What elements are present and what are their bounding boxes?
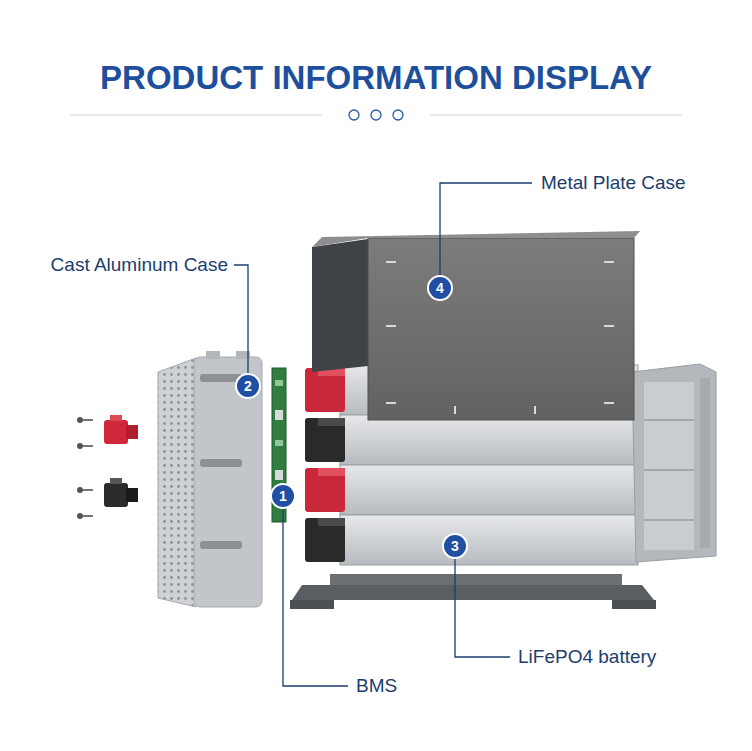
callout-number: 1 [272, 485, 294, 507]
callout-number: 3 [444, 535, 466, 557]
metal-plate-case [312, 231, 640, 420]
cast-aluminum-case [158, 351, 262, 607]
terminals [77, 415, 138, 519]
part-name: Metal Plate Case [541, 171, 686, 195]
callout-number: 4 [429, 277, 451, 299]
base-bracket [290, 574, 656, 609]
title: PRODUCT INFORMATION DISPLAY [0, 55, 752, 101]
header-rule [70, 110, 682, 120]
end-cover [632, 364, 716, 562]
part-name: BMS [356, 674, 397, 698]
part-name: LiFePO4 battery [518, 645, 656, 669]
part-name: Cast Aluminum Case [51, 253, 228, 277]
leader-lines [234, 183, 532, 686]
callout-number: 2 [237, 375, 259, 397]
